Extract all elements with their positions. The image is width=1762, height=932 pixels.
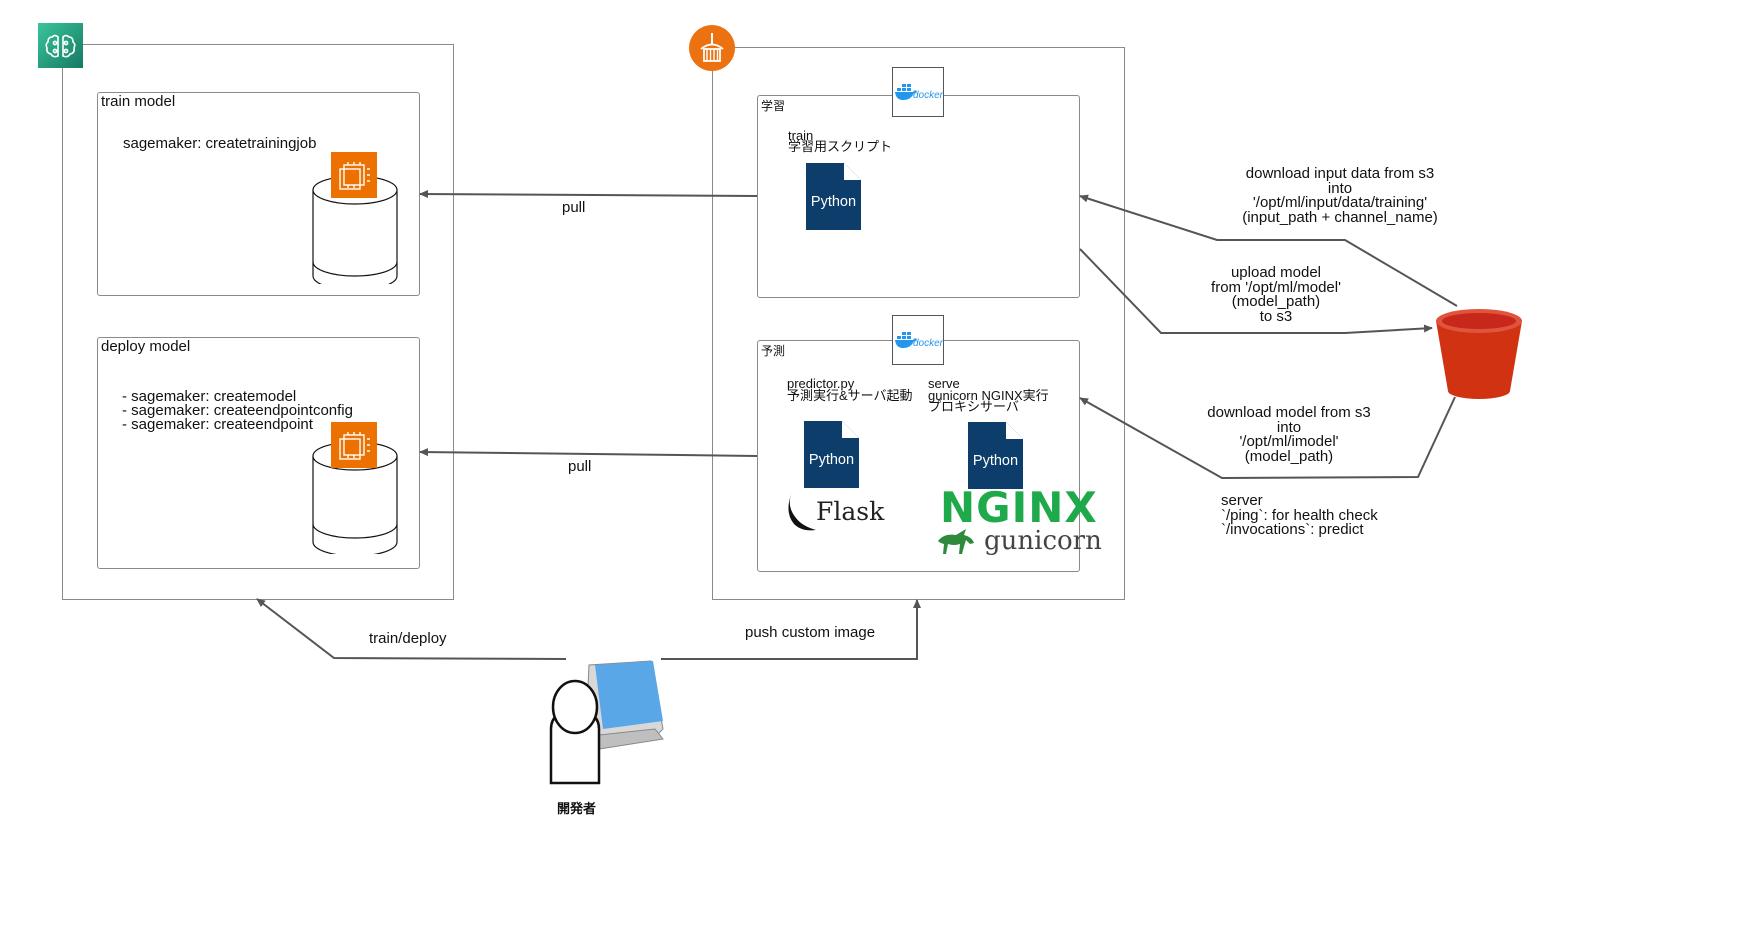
docker-label-train: docker (913, 90, 944, 101)
server-notes: server `/ping`: for health check `/invoc… (1221, 492, 1378, 538)
upload-model-arrow (1079, 248, 1433, 334)
docker-icon-train: docker (892, 67, 944, 117)
deploy-model-title: deploy model (101, 338, 191, 355)
python-label-train: Python (810, 194, 857, 210)
predictor-name: predictor.py (787, 376, 855, 391)
pull-deploy-label: pull (568, 458, 592, 475)
upload-model-label: upload model from '/opt/ml/model' (model… (1211, 264, 1341, 325)
pull-deploy-arrow (419, 448, 758, 457)
python-file-icon-train: Python (806, 163, 861, 230)
pull-train-label: pull (562, 199, 586, 216)
serve-desc-2: プロキシサーバ (928, 399, 1019, 414)
nginx-logo: NGINX (940, 483, 1098, 532)
train-model-title: train model (101, 93, 176, 110)
python-label-predictor: Python (808, 452, 855, 468)
gunicorn-logo-text: gunicorn (984, 526, 1102, 556)
python-file-icon-predictor: Python (804, 421, 859, 488)
python-file-icon-serve: Python (968, 422, 1023, 489)
download-model-label: download model from s3 into '/opt/ml/imo… (1207, 404, 1371, 465)
gunicorn-unicorn-icon (934, 527, 978, 557)
developer-person-icon (545, 657, 670, 787)
s3-bucket-icon (1432, 305, 1526, 399)
flask-logo-icon (786, 490, 818, 534)
developer-label: 開発者 (557, 801, 597, 816)
predict-container-box: 予測 (757, 340, 1080, 572)
train-script-name: train (788, 128, 814, 143)
sagemaker-icon (38, 23, 83, 68)
serve-desc-1: gunicorn NGINX実行 (928, 388, 1049, 403)
createendpointconfig-text: - sagemaker: createendpointconfig (122, 402, 353, 419)
docker-icon-predict: docker (892, 315, 944, 365)
ecr-icon (689, 25, 735, 71)
train-deploy-arrow (256, 598, 567, 660)
train-container-title: 学習 (761, 99, 786, 113)
push-arrow (661, 599, 921, 660)
download-input-label: download input data from s3 into '/opt/m… (1242, 165, 1438, 226)
serve-name: serve (928, 376, 960, 391)
train-script-desc: 学習用スクリプト (788, 139, 893, 154)
python-label-serve: Python (972, 453, 1019, 469)
download-model-arrow (1079, 396, 1456, 480)
flask-logo-text: Flask (816, 497, 885, 526)
createendpoint-text: - sagemaker: createendpoint (122, 416, 313, 433)
training-instance-icon (311, 150, 399, 291)
predict-container-title: 予測 (761, 344, 786, 358)
push-label: push custom image (745, 624, 876, 641)
deploy-commands: - sagemaker: createmodel - sagemaker: cr… (122, 389, 353, 433)
train-deploy-label: train/deploy (369, 630, 447, 647)
docker-label-predict: docker (913, 338, 944, 349)
createmodel-text: - sagemaker: createmodel (122, 388, 297, 405)
predictor-desc: 予測実行&サーバ起動 (787, 388, 913, 403)
createtrainingjob-text: sagemaker: createtrainingjob (123, 135, 317, 152)
download-input-arrow (1079, 194, 1458, 307)
pull-train-arrow (419, 190, 758, 199)
